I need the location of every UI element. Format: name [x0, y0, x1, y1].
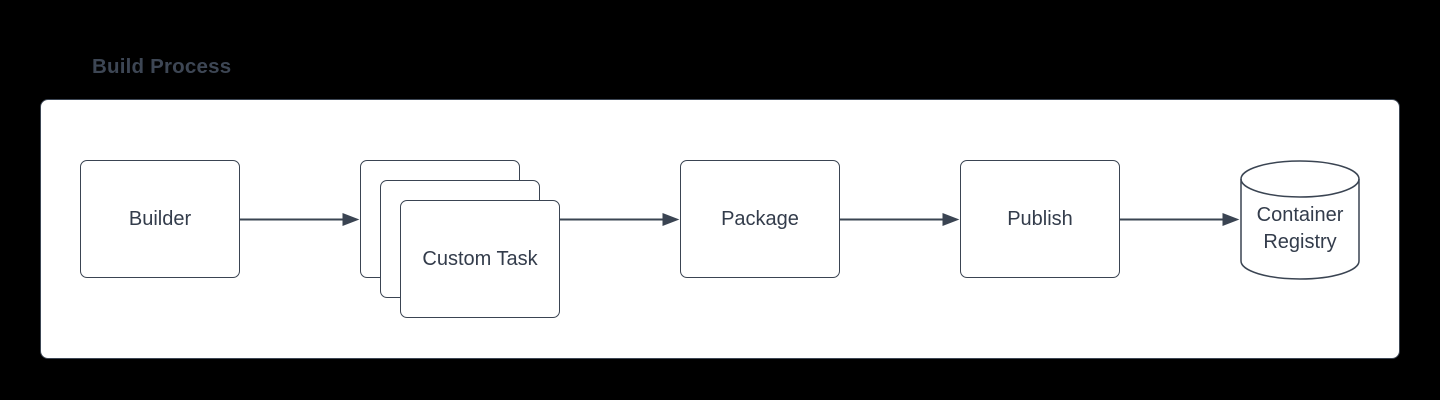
- node-custom-task-label: Custom Task: [422, 247, 538, 270]
- cylinder-shape: [1240, 160, 1360, 280]
- node-package-label: Package: [721, 207, 799, 230]
- node-package: Package: [680, 160, 840, 278]
- node-publish: Publish: [960, 160, 1120, 278]
- node-builder-label: Builder: [128, 207, 192, 230]
- node-builder: Builder: [80, 160, 240, 278]
- diagram-title: Build Process: [92, 55, 232, 78]
- node-publish-label: Publish: [1007, 207, 1073, 230]
- node-container-registry: Container Registry: [1240, 186, 1360, 272]
- node-container-registry-label: Container Registry: [1256, 204, 1344, 253]
- node-custom-task: Custom Task: [400, 200, 560, 318]
